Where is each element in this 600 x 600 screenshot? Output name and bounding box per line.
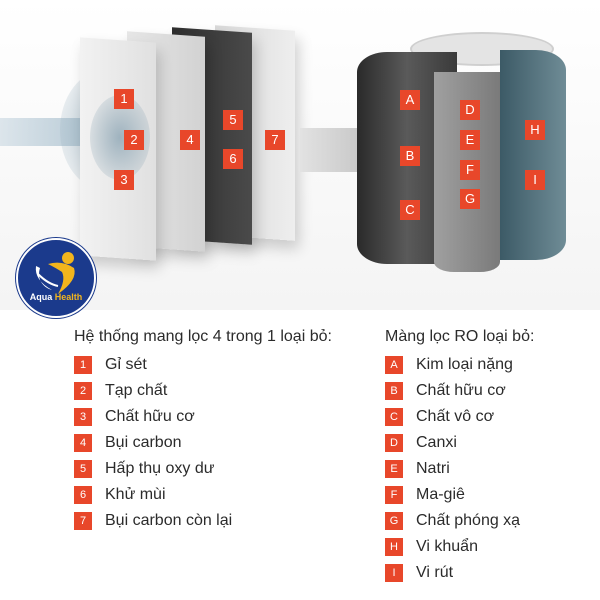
logo-text: Aqua Health bbox=[29, 292, 83, 302]
aqua-health-logo: Aqua Health bbox=[16, 238, 96, 318]
marker-F: F bbox=[460, 160, 480, 180]
heart-hand-icon bbox=[35, 252, 75, 294]
legend-item: G Chất phóng xạ bbox=[385, 508, 534, 534]
legend-label: Chất vô cơ bbox=[416, 408, 495, 425]
legend-badge: D bbox=[385, 434, 403, 452]
marker-G: G bbox=[460, 189, 480, 209]
marker-C: C bbox=[400, 200, 420, 220]
legend-badge: C bbox=[385, 408, 403, 426]
marker-D: D bbox=[460, 100, 480, 120]
legend-item: 5 Hấp thụ oxy dư bbox=[74, 456, 332, 482]
legend-label: Khử mùi bbox=[105, 486, 166, 503]
legend-label: Tạp chất bbox=[105, 382, 168, 399]
legend-badge: H bbox=[385, 538, 403, 556]
filter-illustration: 1 2 3 4 5 6 7 A B C D E F G H I bbox=[0, 0, 600, 310]
legend-label: Bụi carbon bbox=[105, 434, 182, 451]
legend-badge: 5 bbox=[74, 460, 92, 478]
marker-I: I bbox=[525, 170, 545, 190]
legend-badge: 7 bbox=[74, 512, 92, 530]
legend-item: 3 Chất hữu cơ bbox=[74, 404, 332, 430]
legend-item: 6 Khử mùi bbox=[74, 482, 332, 508]
marker-7: 7 bbox=[265, 130, 285, 150]
legend-label: Hấp thụ oxy dư bbox=[105, 460, 215, 477]
legend-item: 7 Bụi carbon còn lại bbox=[74, 508, 332, 534]
legend-badge: 3 bbox=[74, 408, 92, 426]
marker-A: A bbox=[400, 90, 420, 110]
legend-badge: 1 bbox=[74, 356, 92, 374]
legend-item: 1 Gỉ sét bbox=[74, 352, 332, 378]
legend-badge: F bbox=[385, 486, 403, 504]
legend-badge: A bbox=[385, 356, 403, 374]
marker-6: 6 bbox=[223, 149, 243, 169]
legend-badge: 6 bbox=[74, 486, 92, 504]
legend-item: I Vi rút bbox=[385, 560, 534, 586]
legend-label: Vi rút bbox=[416, 564, 454, 581]
legend-label: Bụi carbon còn lại bbox=[105, 512, 233, 529]
legend-item: 2 Tạp chất bbox=[74, 378, 332, 404]
legend-label: Chất hữu cơ bbox=[416, 382, 506, 399]
legend-item: 4 Bụi carbon bbox=[74, 430, 332, 456]
marker-B: B bbox=[400, 146, 420, 166]
legend-badge: B bbox=[385, 382, 403, 400]
legend-label: Natri bbox=[416, 460, 450, 477]
legend-label: Ma-giê bbox=[416, 486, 465, 503]
marker-3: 3 bbox=[114, 170, 134, 190]
legend-ro: Màng lọc RO loại bỏ: A Kim loại nặng B Chấ… bbox=[385, 328, 534, 586]
legend-label: Chất hữu cơ bbox=[105, 408, 195, 425]
legend-label: Kim loại nặng bbox=[416, 356, 513, 373]
ro-layer-outer bbox=[500, 50, 566, 260]
legend-item: F Ma-giê bbox=[385, 482, 534, 508]
legend-badge: 4 bbox=[74, 434, 92, 452]
flow-beam bbox=[300, 128, 362, 172]
legend-label: Chất phóng xạ bbox=[416, 512, 521, 529]
legend-item: D Canxi bbox=[385, 430, 534, 456]
legend-item: E Natri bbox=[385, 456, 534, 482]
legend-item: H Vi khuẩn bbox=[385, 534, 534, 560]
legend-ro-title: Màng lọc RO loại bỏ: bbox=[385, 328, 535, 345]
marker-E: E bbox=[460, 130, 480, 150]
marker-5: 5 bbox=[223, 110, 243, 130]
legend-item: B Chất hữu cơ bbox=[385, 378, 534, 404]
legend-4in1-title: Hệ thống mang lọc 4 trong 1 loại bỏ: bbox=[74, 328, 332, 345]
legend-badge: 2 bbox=[74, 382, 92, 400]
marker-1: 1 bbox=[114, 89, 134, 109]
legend-item: A Kim loại nặng bbox=[385, 352, 534, 378]
legend-item: C Chất vô cơ bbox=[385, 404, 534, 430]
marker-4: 4 bbox=[180, 130, 200, 150]
legend-badge: E bbox=[385, 460, 403, 478]
legend-badge: I bbox=[385, 564, 403, 582]
legend-label: Canxi bbox=[416, 434, 457, 451]
legend-label: Gỉ sét bbox=[105, 356, 147, 373]
legend-4in1: Hệ thống mang lọc 4 trong 1 loại bỏ: 1 Gỉ… bbox=[74, 328, 332, 534]
marker-H: H bbox=[525, 120, 545, 140]
marker-2: 2 bbox=[124, 130, 144, 150]
legend-badge: G bbox=[385, 512, 403, 530]
legend-label: Vi khuẩn bbox=[416, 538, 478, 555]
